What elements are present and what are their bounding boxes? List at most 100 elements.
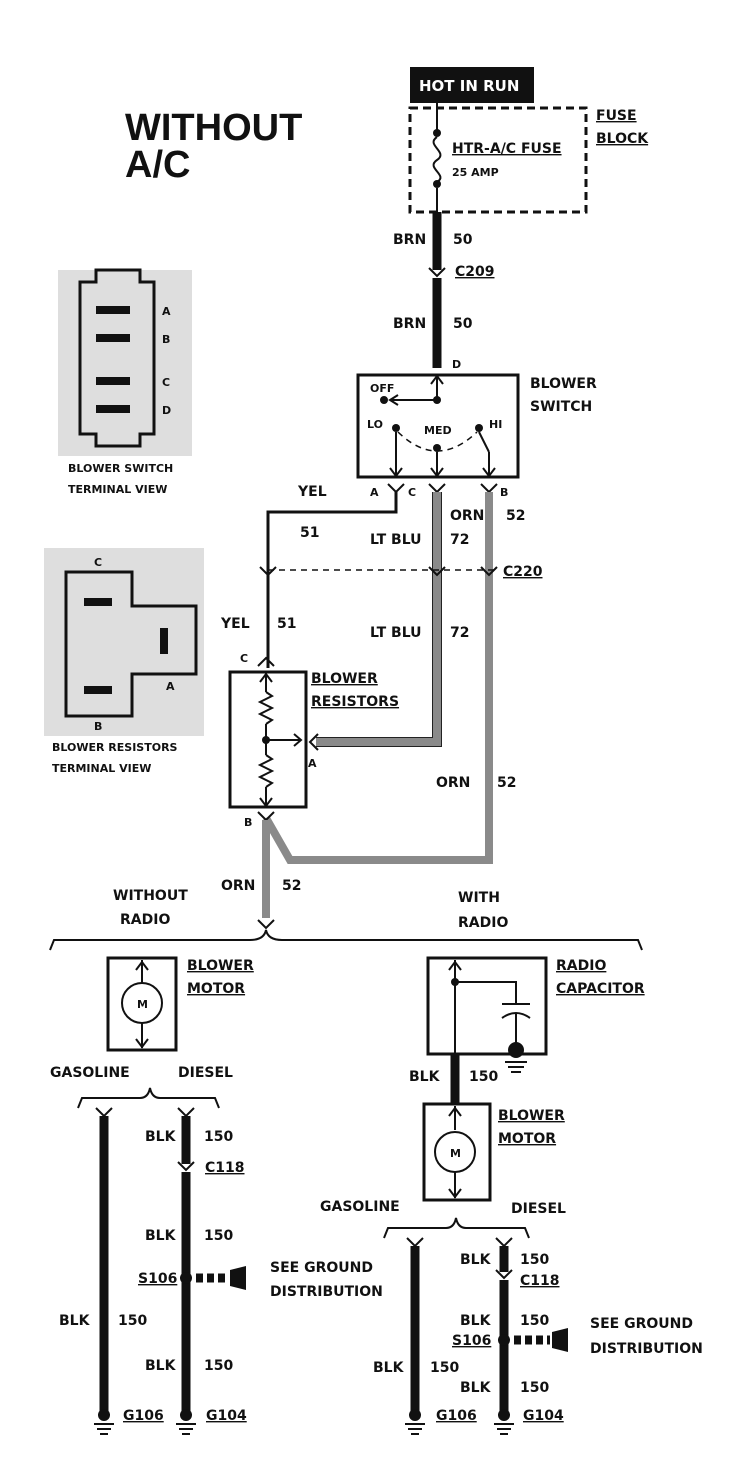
blower-switch-label-2: SWITCH: [530, 399, 592, 415]
see-ground-right-1: SEE GROUND: [590, 1316, 693, 1332]
resistor-upper: [257, 691, 275, 725]
switch-med-arrow: [430, 467, 444, 478]
wire-num-blk-dr3: 150: [520, 1380, 549, 1396]
see-ground-right-2: DISTRIBUTION: [590, 1341, 703, 1357]
wire-label-blk-dl1: BLK: [145, 1129, 177, 1145]
wire-num-orn-1: 52: [506, 508, 525, 524]
resistor-view-b: B: [94, 720, 102, 733]
hot-in-run-label: HOT IN RUN: [419, 77, 519, 95]
wire-num-blk-rf: 150: [469, 1069, 498, 1085]
wire-label-blk-dr2: BLK: [460, 1313, 492, 1329]
switch-off-contact: [380, 396, 388, 404]
motor-right-m: M: [450, 1147, 461, 1160]
without-radio-line1: WITHOUT: [113, 888, 188, 904]
diesel-right-conn: [495, 1237, 513, 1248]
wire-label-blk-gl: BLK: [59, 1313, 91, 1329]
wire-num-blk-dr2: 150: [520, 1313, 549, 1329]
blower-motor-box-right: [422, 1102, 492, 1202]
title-line2: A/C: [125, 144, 190, 186]
splice-s106-left-node: [180, 1272, 192, 1284]
switch-hi-contact: [475, 424, 483, 432]
resistor-lower: [257, 754, 275, 788]
wire-label-orn-3: ORN: [221, 878, 255, 894]
ground-g106-left-node: [98, 1409, 110, 1421]
switch-view-pin-c: [96, 377, 130, 385]
wire-label-blk-gr: BLK: [373, 1360, 405, 1376]
wire-num-ltblu-1: 72: [450, 532, 469, 548]
resistor-conn-a: [308, 733, 319, 751]
wire-label-brn-2: BRN: [393, 316, 426, 332]
capacitor-ground-symbol: [505, 1061, 527, 1073]
switch-hi-arrow: [482, 467, 496, 478]
see-ground-left-1: SEE GROUND: [270, 1260, 373, 1276]
resistor-view-c: C: [94, 556, 102, 569]
switch-view-b: B: [162, 333, 170, 346]
capacitor-ground-node: [508, 1042, 524, 1058]
switch-view-shading: [58, 270, 192, 456]
switch-view-pin-d: [96, 405, 130, 413]
capacitor-arrow-top: [448, 960, 462, 971]
switch-off: OFF: [370, 382, 394, 395]
ground-g104-left-node: [180, 1409, 192, 1421]
fuse-node-bottom: [433, 180, 441, 188]
switch-blade-arrow: [388, 394, 399, 406]
resistor-arrow-bottom: [259, 797, 273, 808]
motor-left-m: M: [137, 998, 148, 1011]
switch-med: MED: [424, 424, 452, 437]
switch-view-outline: [78, 268, 156, 448]
diesel-right: DIESEL: [511, 1201, 566, 1217]
c220-ltblu-symbol: [428, 566, 446, 577]
switch-view-pin-a: [96, 306, 130, 314]
switch-hi-lead-a: [478, 431, 490, 453]
motor-left-arrow-bottom: [135, 1038, 149, 1049]
blower-motor-right-label-1: BLOWER: [498, 1108, 565, 1124]
radio-capacitor-label-1: RADIO: [556, 958, 606, 974]
diesel-left: DIESEL: [178, 1065, 233, 1081]
title-line1: WITHOUT: [125, 107, 302, 149]
switch-term-c: C: [408, 486, 416, 499]
blower-resistors-label-1: BLOWER: [311, 671, 378, 687]
wire-yel: [266, 492, 398, 668]
blower-switch-label-1: BLOWER: [530, 376, 597, 392]
resistor-view-pin-b: [84, 686, 112, 694]
blower-resistors-label-2: RESISTORS: [311, 694, 399, 710]
switch-view-d: D: [162, 404, 171, 417]
c118-right-symbol: [495, 1269, 513, 1280]
wire-num-blk-gl: 150: [118, 1313, 147, 1329]
motor-left-arrow-top: [135, 960, 149, 971]
split-connector-symbol: [257, 919, 275, 930]
wire-num-ltblu-2: 72: [450, 625, 469, 641]
resistor-view-outline: [64, 570, 198, 718]
wire-num-yel-1: 51: [300, 525, 319, 541]
c220-yel-symbol: [259, 566, 277, 577]
switch-term-a: A: [370, 486, 379, 499]
capacitor-plate-bottom: [501, 1012, 531, 1019]
radio-capacitor-label-2: CAPACITOR: [556, 981, 645, 997]
diesel-left-conn: [177, 1107, 195, 1118]
blower-motor-box-left: [106, 956, 178, 1052]
fuse-name: HTR-A/C FUSE: [452, 141, 562, 157]
gasoline-left: GASOLINE: [50, 1065, 130, 1081]
ground-g106-right-node: [409, 1409, 421, 1421]
connector-c118-left: C118: [205, 1160, 245, 1176]
hot-in-run-box: [410, 67, 534, 103]
resistor-term-c: C: [240, 652, 248, 665]
switch-hi: HI: [489, 418, 502, 431]
wire-label-blk-dr1: BLK: [460, 1252, 492, 1268]
without-radio-line2: RADIO: [120, 912, 170, 928]
wire-label-orn-1: ORN: [450, 508, 484, 524]
fuse-node-top: [433, 129, 441, 137]
wire-label-ltblu-2: LT BLU: [370, 625, 422, 641]
radio-capacitor-box: [426, 956, 548, 1056]
wire-label-yel-2: YEL: [220, 616, 250, 632]
connector-c220: C220: [503, 564, 543, 580]
wire-num-blk-gr: 150: [430, 1360, 459, 1376]
resistor-view-pin-c: [84, 598, 112, 606]
motor-right-arrow-top: [448, 1106, 462, 1117]
wire-label-yel-1: YEL: [297, 484, 327, 500]
switch-lo-contact: [392, 424, 400, 432]
gas-left-conn: [95, 1107, 113, 1118]
capacitor-lead: [455, 981, 517, 1004]
switch-view-caption-1: BLOWER SWITCH: [68, 462, 173, 475]
